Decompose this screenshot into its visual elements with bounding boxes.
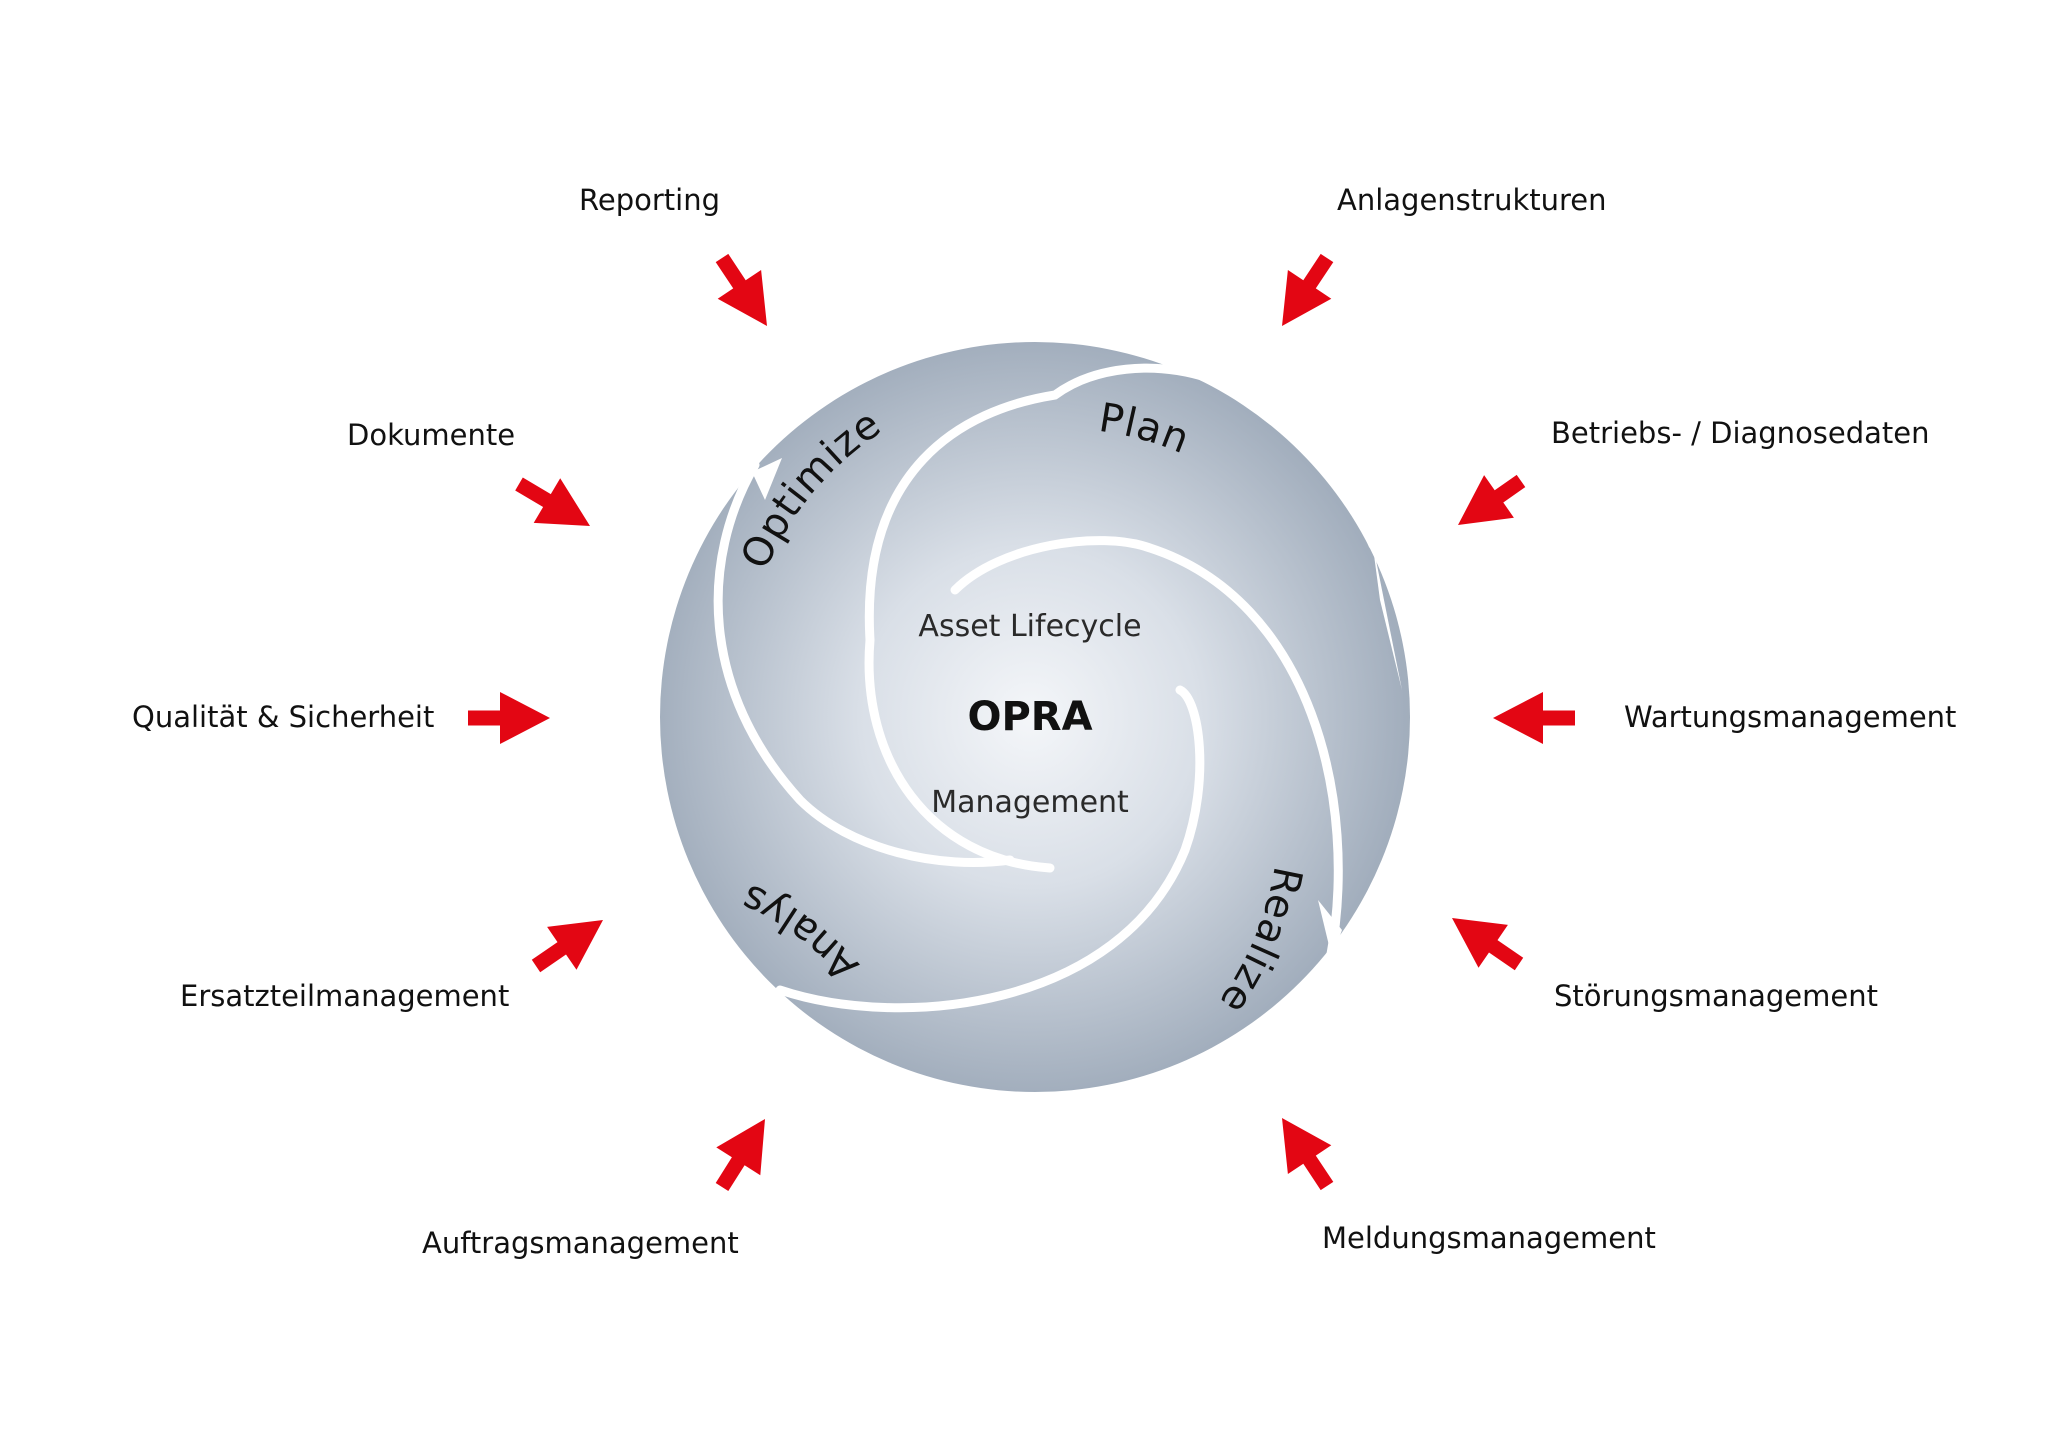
label-auftrag: Auftragsmanagement xyxy=(422,1226,739,1260)
swirl-separator-right xyxy=(950,536,1343,965)
arrow-stoerung xyxy=(1452,918,1524,971)
arrow-auftrag xyxy=(715,1119,765,1191)
arrow-wartung xyxy=(1493,692,1575,744)
arrow-dokumente xyxy=(515,477,590,526)
arrow-qualitaet xyxy=(468,692,550,744)
label-betriebsdaten: Betriebs- / Diagnosedaten xyxy=(1551,416,1930,450)
arrow-meldung xyxy=(1282,1118,1334,1191)
label-stoerung: Störungsmanagement xyxy=(1554,979,1878,1013)
center-line-3: Management xyxy=(931,785,1129,820)
swirl-separator-top xyxy=(864,363,1378,873)
label-wartung: Wartungsmanagement xyxy=(1624,700,1956,734)
label-dokumente: Dokumente xyxy=(347,418,515,452)
label-meldung: Meldungsmanagement xyxy=(1322,1221,1656,1255)
swirl-separator-bottom xyxy=(775,685,1205,1013)
rim-notch-bottom-right xyxy=(1318,900,1342,958)
lifecycle-disc xyxy=(660,342,1410,1092)
arrow-reporting xyxy=(715,253,767,326)
center-label: Asset Lifecycle OPRA Management xyxy=(918,609,1141,820)
rim-notch-top-left xyxy=(752,458,782,500)
label-qualitaet: Qualität & Sicherheit xyxy=(132,700,434,734)
input-labels: Reporting Anlagenstrukturen Dokumente Be… xyxy=(132,183,1956,1260)
input-arrows xyxy=(468,253,1575,1191)
label-anlagenstrukturen: Anlagenstrukturen xyxy=(1337,183,1607,217)
arrow-betriebsdaten xyxy=(1458,474,1526,525)
rim-notch-right xyxy=(1372,540,1402,690)
center-title: OPRA xyxy=(967,694,1092,740)
label-ersatzteil: Ersatzteilmanagement xyxy=(180,979,509,1013)
label-reporting: Reporting xyxy=(579,183,720,217)
arrow-ersatzteil xyxy=(531,920,603,973)
disc-background xyxy=(660,342,1410,1092)
arrow-anlagenstrukturen xyxy=(1282,253,1334,326)
center-line-1: Asset Lifecycle xyxy=(918,609,1141,644)
swirl-separator-left xyxy=(713,460,1015,867)
